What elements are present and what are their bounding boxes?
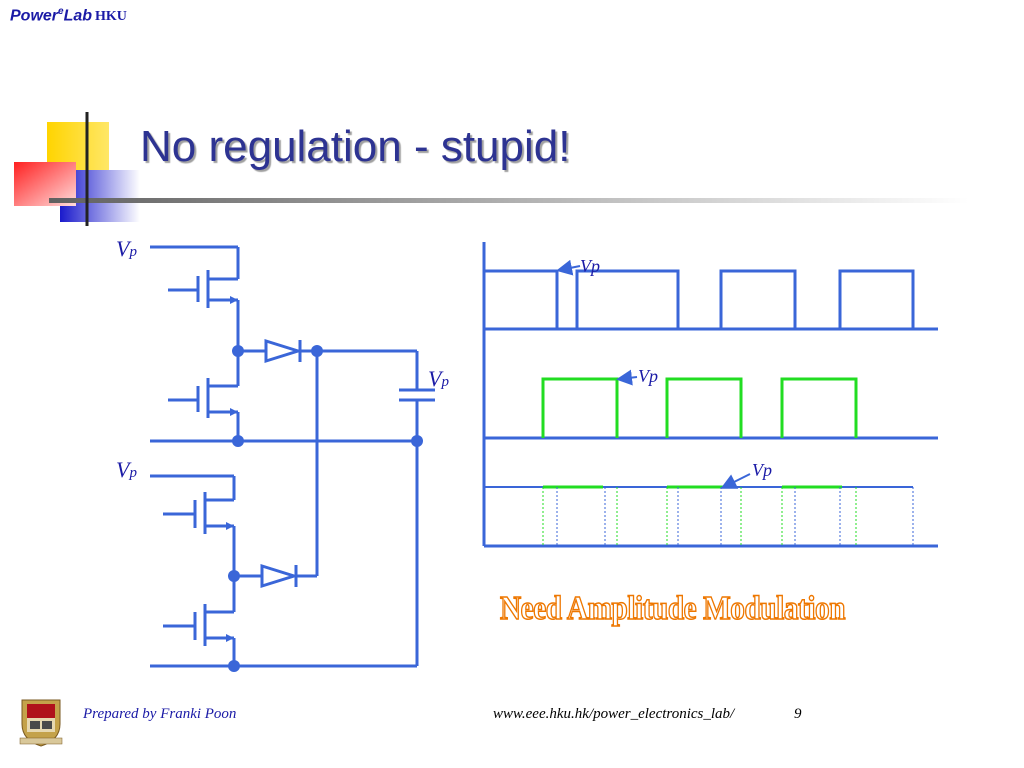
pulse-1a <box>482 269 559 329</box>
vp-top-label: Vp <box>116 236 137 261</box>
vp-wave3-label: Vp <box>752 460 772 480</box>
diode-upper <box>264 338 304 364</box>
diode-lower <box>260 563 300 589</box>
author-credit: Prepared by Franki Poon <box>83 706 237 722</box>
university-crest-icon <box>19 699 63 747</box>
page-number: 9 <box>794 706 802 722</box>
vp-wave2-label: Vp <box>638 366 658 386</box>
pulse-1d <box>838 269 915 329</box>
pulse-1c <box>719 269 797 329</box>
slide-title: No regulation - stupid! <box>140 122 571 171</box>
pulse-2c <box>780 377 858 438</box>
vp-capacitor-label: Vp <box>428 366 449 391</box>
pulse-1b <box>575 269 680 329</box>
waveform-diagram: Vp Vp Vp <box>482 242 938 548</box>
title-decoration <box>14 112 969 226</box>
vp-mid-label: Vp <box>116 457 137 482</box>
amplitude-modulation-banner: Need Amplitude Modulation <box>499 589 846 628</box>
circuit-diagram <box>150 245 435 672</box>
vp-wave1-label: Vp <box>580 256 600 276</box>
pulse-2b <box>665 377 743 438</box>
lab-url-link[interactable]: www.eee.hku.hk/power_electronics_lab/ <box>493 706 735 722</box>
pulse-2a <box>541 377 619 438</box>
title-underline <box>49 198 969 203</box>
